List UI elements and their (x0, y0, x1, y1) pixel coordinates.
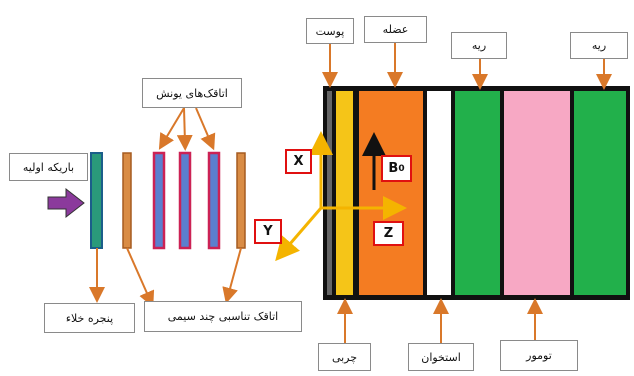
label-lung-2: ریه (570, 32, 628, 59)
axis-z-label: Z (373, 221, 404, 246)
label-vacuum-window: پنجره خلاء (44, 303, 135, 333)
label-bone: استخوان (408, 343, 474, 371)
b0-label-subscript: 0 (398, 163, 405, 174)
b0-label-base: B (388, 161, 399, 176)
label-lung-1: ریه (451, 32, 507, 59)
label-fat: چربی (318, 343, 371, 371)
pointer-multiwire-front (126, 247, 155, 308)
beam-arrow (47, 187, 85, 219)
pointer-ion-3 (195, 107, 216, 151)
label-tumor: تومور (500, 340, 578, 371)
pointer-multiwire-back (222, 247, 242, 304)
ion-chamber-2 (178, 151, 192, 250)
lung-layer-2 (574, 91, 626, 295)
lung-layer-1 (455, 91, 500, 295)
pointer-ion-1 (158, 107, 185, 150)
muscle-layer (359, 91, 423, 295)
axis-y-label: Y (254, 219, 282, 244)
multiwire-chamber-back (236, 152, 246, 249)
axis-y-arrow (275, 207, 323, 262)
label-skin: پوست (306, 18, 354, 44)
pointer-ion-2 (176, 107, 193, 151)
skin-layer (327, 91, 332, 295)
ion-chamber-3 (207, 151, 221, 250)
tumor-layer (504, 91, 570, 295)
axis-x-label: X (285, 149, 312, 174)
vacuum-window (90, 152, 103, 249)
bone-layer (427, 91, 451, 295)
label-muscle: عضله (364, 16, 427, 43)
label-multiwire-chamber: اتاقک تناسبی چند سیمی (144, 301, 302, 332)
label-primary-beam: باریکه اولیه (9, 153, 88, 181)
fat-layer (336, 91, 353, 295)
label-ion-chambers: اتاقک‌های یونش (142, 78, 242, 108)
multiwire-chamber-front (122, 152, 132, 249)
ion-chamber-1 (152, 151, 166, 250)
